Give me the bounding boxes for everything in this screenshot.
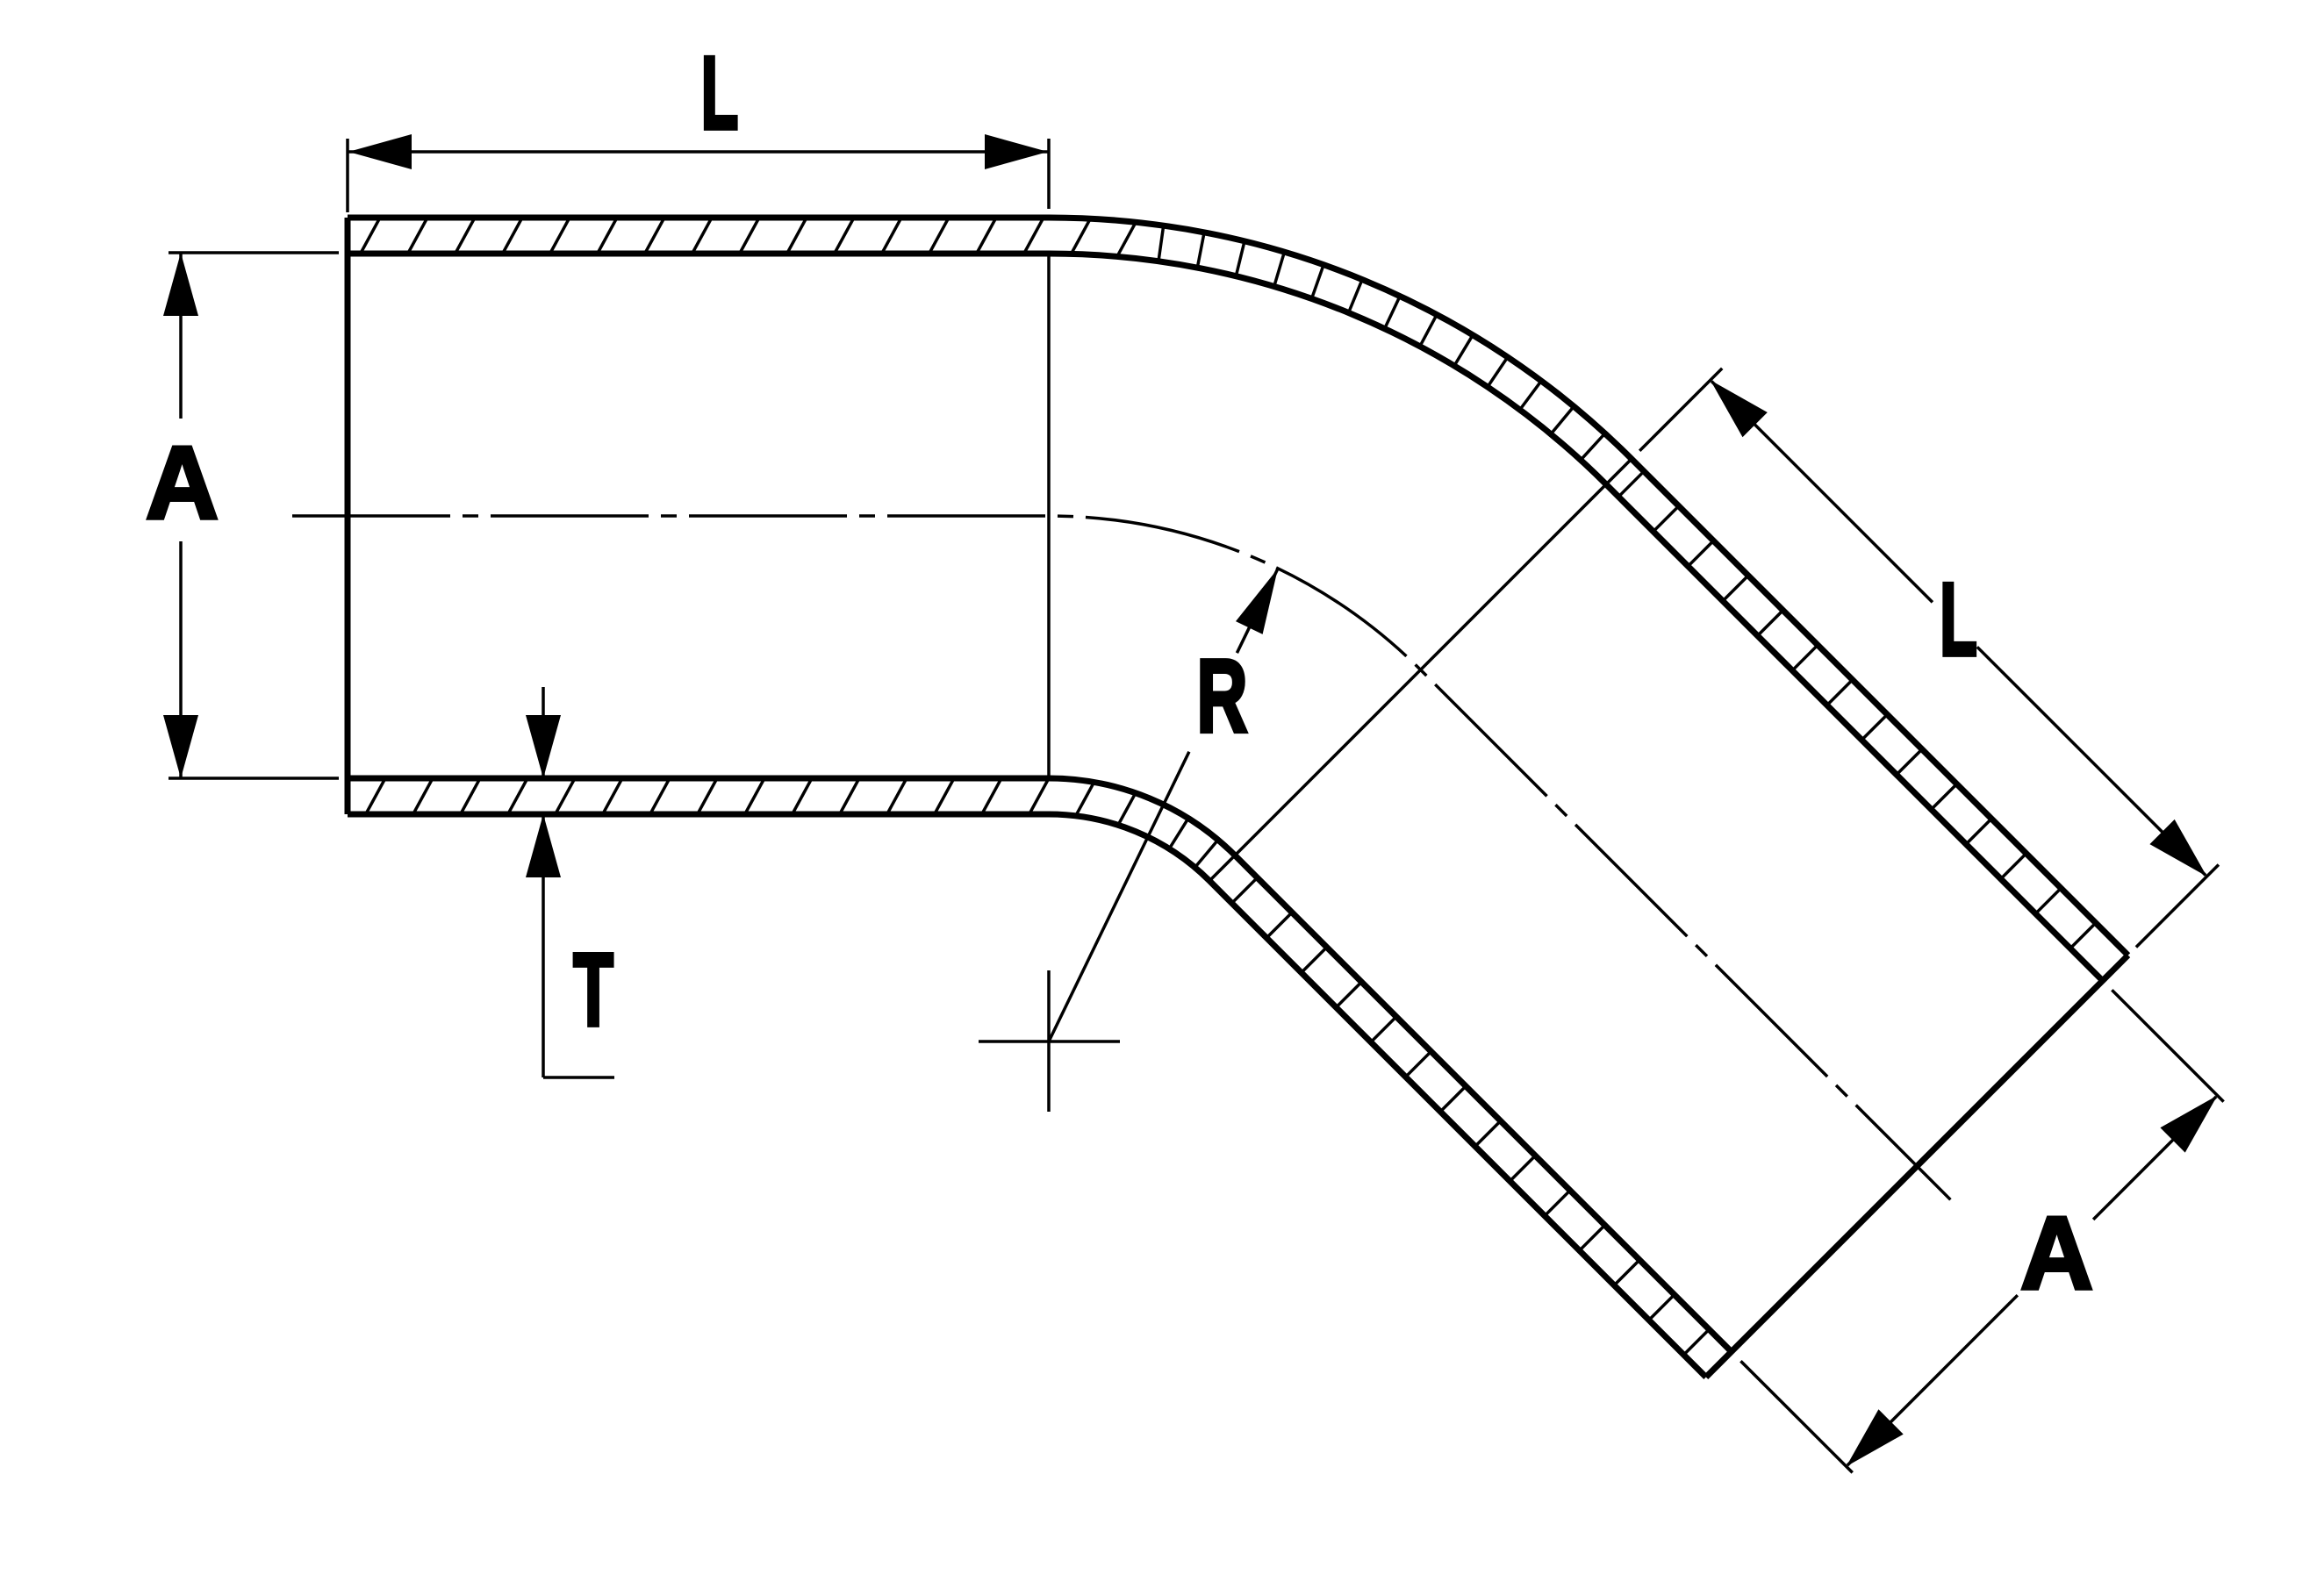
svg-text:A: A	[146, 425, 219, 540]
svg-text:L: L	[701, 36, 739, 151]
svg-text:T: T	[573, 932, 613, 1047]
svg-text:A: A	[2020, 1195, 2093, 1310]
svg-text:L: L	[1940, 562, 1977, 677]
svg-text:R: R	[1196, 640, 1247, 755]
